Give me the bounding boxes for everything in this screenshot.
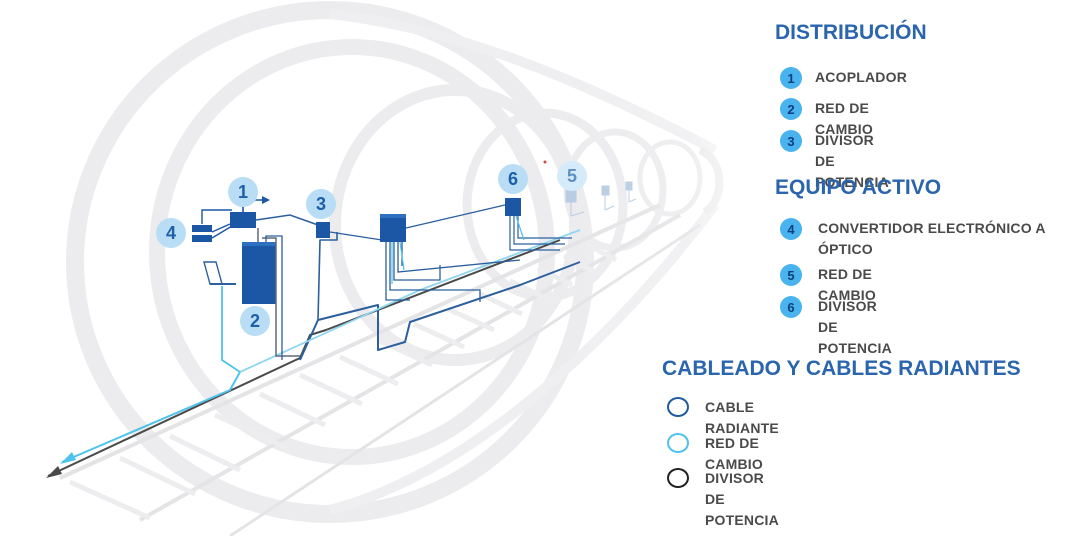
legend-item-cable-radiante: CABLE RADIANTE	[667, 397, 779, 439]
legend-item-convertidor: 4 CONVERTIDOR ELECTRÓNICO A ÓPTICO	[780, 218, 1065, 260]
legend-item-label: DIVISOR DE POTENCIA	[705, 470, 779, 528]
light-blue-arrowhead	[60, 452, 76, 464]
legend-item-label: RED DE CAMBIO	[815, 100, 873, 137]
section-title-cableado: CABLEADO Y CABLES RADIANTES	[662, 357, 1021, 380]
legend-item-label: ACOPLADOR	[815, 69, 908, 85]
legend-item-label: DIVISOR DE POTENCIA	[815, 132, 889, 190]
number-badge: 4	[780, 218, 802, 240]
diagram-marker-3: 3	[306, 189, 336, 219]
number-badge: 5	[780, 264, 802, 286]
section-title-equipo-activo: EQUIPO ACTIVO	[775, 176, 942, 199]
legend-item-label: RED DE CAMBIO	[818, 266, 876, 303]
legend-item-acoplador: 1 ACOPLADOR	[780, 67, 907, 89]
converter-device	[192, 225, 212, 232]
legend-item-red-de-cambio-cable: RED DE CAMBIO	[667, 433, 763, 475]
ring-icon	[667, 433, 689, 453]
legend-item-red-de-cambio-activo: 5 RED DE CAMBIO	[780, 264, 876, 306]
remote-unit-6	[505, 198, 572, 251]
diagram-marker-5: 5	[557, 161, 587, 191]
diagram-marker-1: 1	[228, 177, 258, 207]
distance-fade	[560, 0, 760, 536]
legend-item-divisor-activo: 6 DIVISOR DE POTENCIA	[780, 296, 892, 359]
splitter-device	[316, 222, 330, 238]
legend-item-divisor-de-potencia: 3 DIVISOR DE POTENCIA	[780, 130, 889, 193]
laptop-icon	[203, 261, 223, 285]
rack-device	[242, 242, 276, 304]
ring-icon	[667, 468, 689, 488]
legend-item-label: CONVERTIDOR ELECTRÓNICO A ÓPTICO	[818, 220, 1046, 257]
ring-icon	[667, 397, 689, 417]
legend-item-divisor-cable: DIVISOR DE POTENCIA	[667, 468, 779, 531]
diagram-marker-2: 2	[240, 306, 270, 336]
red-dot	[543, 160, 547, 164]
coupler-device	[230, 212, 256, 228]
legend-item-label: RED DE CAMBIO	[705, 435, 763, 472]
black-arrowhead	[46, 466, 62, 478]
tunnel-rail-diagram	[46, 0, 760, 536]
light-blue-cable	[61, 371, 241, 463]
section-title-distribucion: DISTRIBUCIÓN	[775, 21, 927, 44]
central-unit	[380, 204, 521, 302]
legend-item-red-de-cambio: 2 RED DE CAMBIO	[780, 98, 873, 140]
diagram-marker-6: 6	[498, 164, 528, 194]
number-badge: 3	[780, 130, 802, 152]
diagram-marker-4: 4	[156, 218, 186, 248]
number-badge: 2	[780, 98, 802, 120]
legend-item-label: DIVISOR DE POTENCIA	[818, 298, 892, 356]
radiant-cable	[299, 261, 581, 361]
number-badge: 6	[780, 296, 802, 318]
number-badge: 1	[780, 67, 802, 89]
legend-item-label: CABLE RADIANTE	[705, 399, 779, 436]
